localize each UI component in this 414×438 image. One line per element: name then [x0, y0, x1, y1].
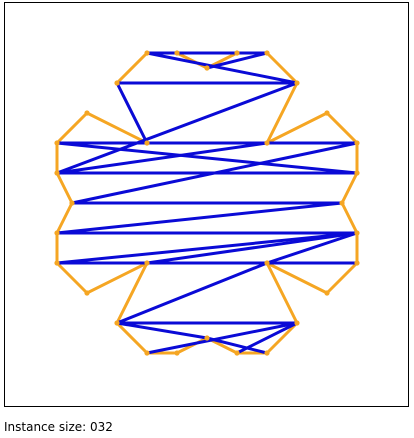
tour-edge — [145, 321, 299, 355]
tour-edge — [205, 336, 269, 355]
instance-size-caption: Instance size: 032 — [4, 420, 113, 434]
vertex-point — [144, 350, 150, 356]
vertex-point — [204, 335, 210, 341]
polygon-edge — [325, 111, 359, 145]
tour-edge — [55, 141, 269, 175]
tour-diagram — [54, 50, 360, 356]
polygon-edges — [55, 51, 359, 355]
polygon-edge — [55, 111, 89, 145]
vertex-point — [144, 50, 150, 56]
polygon-edge — [265, 81, 299, 145]
vertex-point — [54, 260, 60, 266]
polygon-edge — [85, 261, 149, 295]
vertex-point — [339, 200, 345, 206]
tour-edge — [115, 261, 269, 325]
vertex-point — [234, 350, 240, 356]
vertex-point — [324, 290, 330, 296]
polygon-edge — [115, 261, 149, 325]
vertex-point — [144, 140, 150, 146]
vertex-point — [354, 170, 360, 176]
vertex-point — [144, 260, 150, 266]
polygon-edge — [55, 171, 74, 205]
polygon-edge — [265, 51, 299, 85]
vertex-point — [294, 320, 300, 326]
tour-edge — [70, 141, 359, 205]
tour-edge — [55, 81, 299, 175]
vertex-point — [264, 50, 270, 56]
tour-edge — [265, 231, 359, 265]
polygon-edge — [265, 111, 329, 145]
polygon-edge — [340, 171, 359, 205]
tour-edge — [235, 321, 299, 355]
polygon-edge — [115, 321, 149, 355]
vertex-point — [114, 320, 120, 326]
vertex-point — [264, 350, 270, 356]
vertex-point — [54, 140, 60, 146]
tour-edge — [115, 81, 149, 145]
vertex-point — [354, 260, 360, 266]
vertex-point — [69, 200, 75, 206]
polygon-edge — [265, 261, 299, 325]
polygon-edge — [55, 201, 74, 235]
vertex-point — [354, 230, 360, 236]
vertex-point — [84, 110, 90, 116]
polygon-edge — [265, 321, 299, 355]
vertex-point — [264, 260, 270, 266]
polygon-edge — [325, 261, 359, 295]
polygon-edge — [85, 111, 149, 145]
vertex-point — [204, 65, 210, 71]
vertex-point — [354, 140, 360, 146]
tour-edge — [55, 201, 344, 235]
polygon-edge — [340, 201, 359, 235]
vertex-point — [324, 110, 330, 116]
vertex-point — [84, 290, 90, 296]
vertex-point — [174, 50, 180, 56]
vertices — [54, 50, 360, 356]
polygon-edge — [115, 51, 149, 85]
tour-edges — [55, 51, 359, 355]
tour-edge — [55, 231, 359, 265]
tour-edge — [145, 51, 299, 85]
vertex-point — [174, 350, 180, 356]
polygon-edge — [265, 261, 329, 295]
vertex-point — [234, 50, 240, 56]
polygon-edge — [55, 261, 89, 295]
diagram-frame — [4, 2, 409, 407]
tour-edge — [55, 141, 359, 175]
vertex-point — [114, 80, 120, 86]
vertex-point — [54, 230, 60, 236]
tour-edge — [205, 51, 269, 70]
tour-edge — [115, 321, 209, 340]
vertex-point — [54, 170, 60, 176]
vertex-point — [264, 140, 270, 146]
vertex-point — [294, 80, 300, 86]
tour-edge — [145, 231, 359, 265]
